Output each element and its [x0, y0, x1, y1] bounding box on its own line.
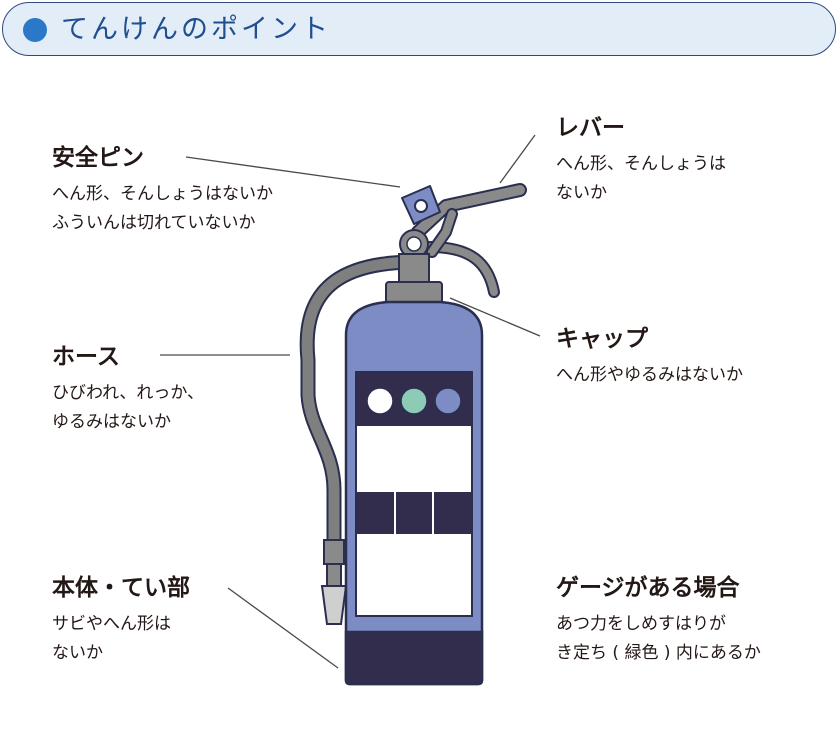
label-circle-blue-icon [434, 387, 462, 415]
point-body-title: 本体・てい部 [52, 575, 190, 601]
lever-fill [428, 210, 456, 256]
label-circle-green-icon [400, 387, 428, 415]
point-hose-title: ホース [52, 344, 120, 370]
leader-line-pin [185, 156, 401, 188]
point-hose-line-2: ゆるみはないか [52, 412, 171, 432]
leader-line-body [227, 587, 339, 669]
point-cap: キャップ へん形やゆるみはないか [556, 324, 743, 390]
page-title: てんけんのポイント [61, 14, 331, 45]
point-pin-line-2: ふういんは切れていないか [52, 213, 256, 233]
header-banner: てんけんのポイント [2, 2, 836, 56]
point-cap-title: キャップ [556, 326, 648, 352]
hose-fill [301, 256, 422, 551]
point-lever-line-1: へん形、そんしょうは [556, 154, 726, 174]
point-lever: レバー へん形、そんしょうは ないか [556, 113, 726, 208]
point-gauge: ゲージがある場合 あつ力をしめすはりが き定ち ( 緑色 ) 内にあるか [556, 573, 761, 668]
hose-ferrule [326, 563, 342, 587]
label-middle-band [357, 492, 471, 534]
point-hose-line-1: ひびわれ、れっか、 [52, 383, 204, 403]
point-gauge-title: ゲージがある場合 [556, 575, 740, 601]
point-pin: 安全ピン へん形、そんしょうはないか ふういんは切れていないか [52, 143, 273, 238]
carry-handle-fill [413, 185, 525, 237]
nozzle [320, 585, 348, 625]
leader-line-lever [499, 134, 536, 184]
point-lever-line-2: ないか [556, 183, 607, 203]
point-body-line-2: ないか [52, 643, 103, 663]
point-pin-line-1: へん形、そんしょうはないか [52, 184, 273, 204]
point-cap-line-1: へん形やゆるみはないか [556, 365, 743, 385]
point-body-line-1: サビやへん形は [52, 614, 171, 634]
point-body: 本体・てい部 サビやへん形は ないか [52, 573, 190, 668]
point-gauge-line-1: あつ力をしめすはりが [556, 614, 726, 634]
point-pin-title: 安全ピン [52, 145, 144, 171]
valve-ring-hole [406, 236, 422, 252]
hose-coupling [323, 539, 345, 565]
bullet-dot-icon [23, 18, 47, 42]
safety-pin-ring-icon [414, 199, 428, 213]
point-hose: ホース ひびわれ、れっか、 ゆるみはないか [52, 342, 204, 437]
point-lever-title: レバー [556, 115, 625, 141]
label-circle-white-icon [366, 387, 394, 415]
body-bottom-band [344, 630, 484, 686]
point-gauge-line-2: き定ち ( 緑色 ) 内にあるか [556, 643, 761, 663]
valve-neck [398, 253, 430, 287]
leader-line-cap [449, 297, 541, 337]
